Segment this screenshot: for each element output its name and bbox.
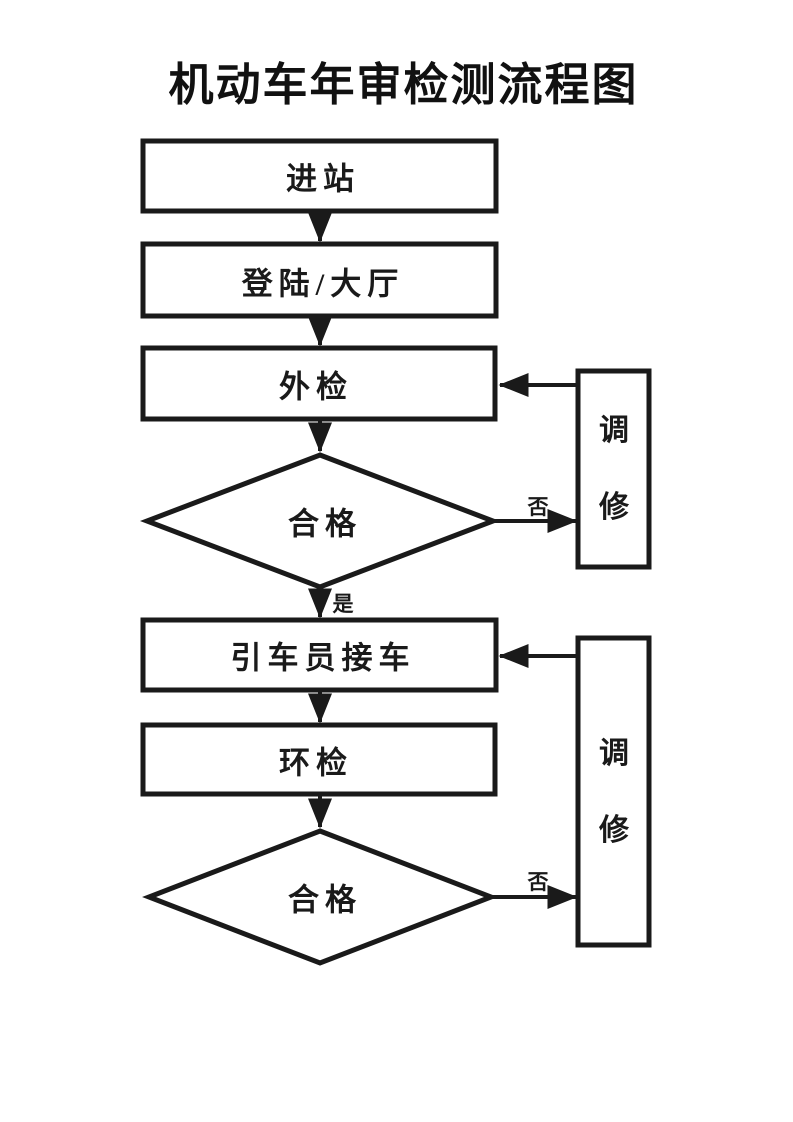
process-box-exterior-inspection [140,345,498,422]
edge-label-no-2: 否 [527,870,549,894]
edge-label-yes: 是 [332,592,354,616]
process-box-repair-1 [575,368,652,570]
page-title: 机动车年审检测流程图 [168,59,639,110]
process-box-environmental-inspection [140,722,498,797]
edge-label-no-1: 否 [527,495,549,519]
node-label-pass-check-2: 合格 [288,882,362,918]
node-label-login-hall: 登陆/大厅 [241,266,405,302]
decision-diamond-pass-check-1 [139,452,501,590]
process-box-repair-2 [575,635,652,948]
node-label-enter-station: 进站 [286,161,360,197]
node-label-exterior-inspection: 外检 [279,369,353,405]
node-label-repair-1: 调修 [599,414,629,524]
decision-diamond-pass-check-2 [142,828,498,966]
process-box-driver-pickup [140,617,499,693]
node-label-driver-pickup: 引车员接车 [230,640,416,676]
process-box-enter-station [140,138,499,214]
process-box-login-hall [140,241,499,319]
node-label-pass-check-1: 合格 [288,506,362,542]
node-label-repair-2: 调修 [599,737,629,847]
node-label-environmental-inspection: 环检 [279,745,353,781]
